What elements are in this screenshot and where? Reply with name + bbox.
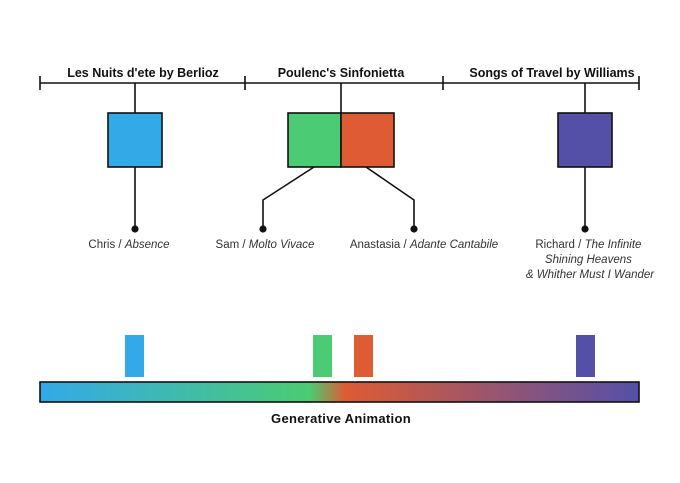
connector-line-sam: [262, 166, 315, 229]
color-box-richard: [557, 112, 613, 168]
animation-marker-richard: [576, 335, 595, 377]
performer-label-richard: Richard / The Infinite Shining Heavens &…: [526, 239, 655, 281]
section-title-poulenc: Poulenc's Sinfonietta: [278, 66, 406, 80]
animation-marker-sam: [313, 335, 332, 377]
timeline: Les Nuits d'ete by Berlioz Poulenc's Sin…: [39, 66, 640, 90]
animation-marker-chris: [125, 335, 144, 377]
endpoint-dot: [259, 225, 267, 233]
node-chris: [107, 83, 163, 233]
performer-label-sam: Sam / Molto Vivace: [216, 239, 315, 251]
connector-line-anastasia: [365, 166, 415, 229]
color-box-sam: [287, 112, 342, 168]
color-box-chris: [107, 112, 163, 168]
endpoint-dot: [131, 225, 139, 233]
color-box-anastasia: [340, 112, 395, 168]
animation-marker-anastasia: [354, 335, 373, 377]
generative-animation-label: Generative Animation: [271, 411, 411, 426]
section-title-williams: Songs of Travel by Williams: [469, 66, 634, 80]
node-richard: [557, 83, 613, 233]
performer-label-chris: Chris / Absence: [88, 239, 169, 251]
generative-animation-bar: [39, 381, 640, 403]
node-poulenc: [259, 83, 418, 233]
section-title-berlioz: Les Nuits d'ete by Berlioz: [67, 66, 219, 80]
performer-label-anastasia: Anastasia / Adante Cantabile: [350, 239, 498, 251]
endpoint-dot: [410, 225, 418, 233]
endpoint-dot: [581, 225, 589, 233]
